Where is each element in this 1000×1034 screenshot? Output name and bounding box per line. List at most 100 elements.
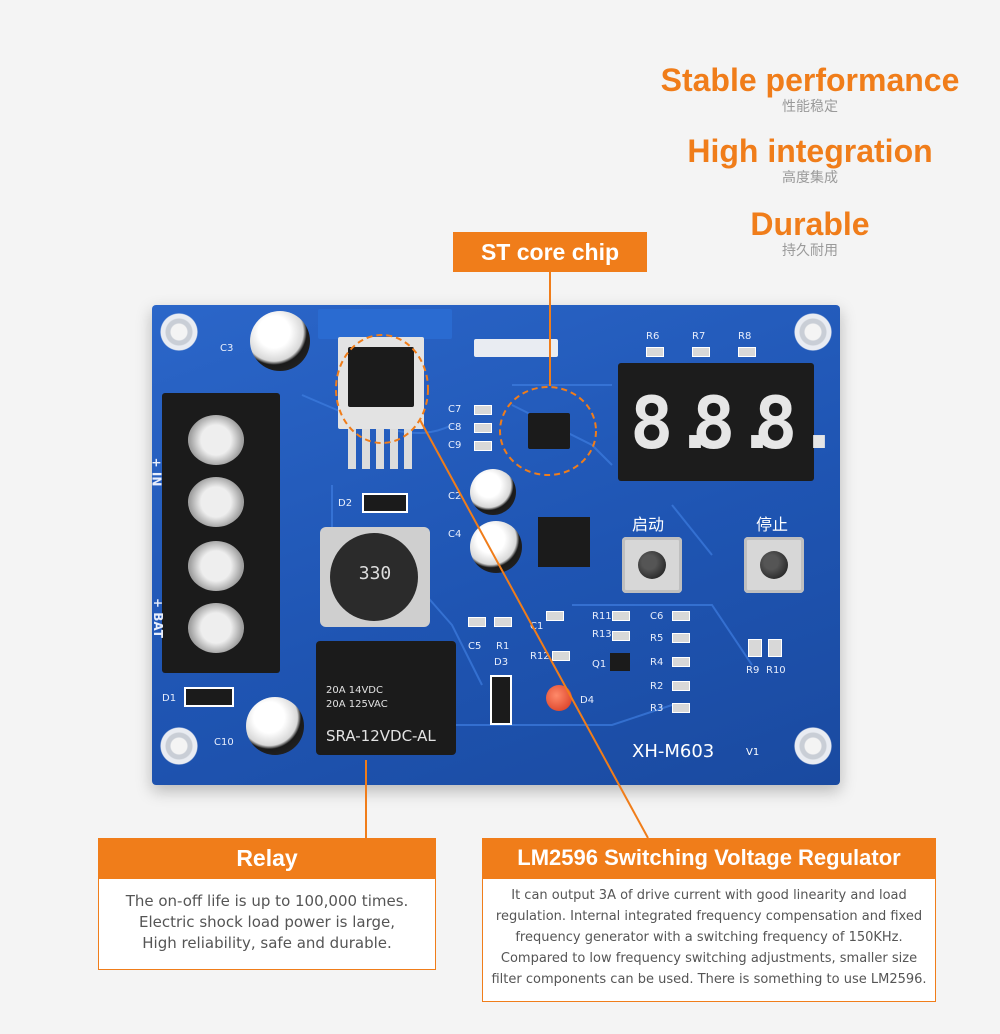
diode-d2 bbox=[362, 493, 408, 513]
resistor-r12 bbox=[552, 651, 570, 661]
capacitor-c7 bbox=[474, 405, 492, 415]
silk-r5: R5 bbox=[650, 633, 664, 644]
core-chip bbox=[528, 413, 570, 449]
silk-r12: R12 bbox=[530, 651, 550, 662]
relay-label: Relay bbox=[98, 838, 436, 878]
capacitor-c5 bbox=[468, 617, 486, 627]
stop-label: 停止 bbox=[756, 515, 789, 534]
regulator-desc-line: frequency generator with a switching fre… bbox=[515, 930, 903, 945]
board-model: XH-M603 bbox=[632, 741, 715, 762]
regulator-desc-line: regulation. Internal integrated frequenc… bbox=[495, 909, 923, 924]
feature-title: Durable bbox=[750, 206, 870, 242]
terminal-screw bbox=[188, 541, 244, 591]
silk-r13: R13 bbox=[592, 629, 612, 640]
terminal-block bbox=[162, 393, 280, 673]
diode-d1 bbox=[184, 687, 234, 707]
capacitor-c3 bbox=[250, 311, 310, 371]
feature-subtitle: 高度集成 bbox=[782, 170, 838, 186]
display-digit: 8. bbox=[692, 381, 779, 465]
resistor-r11 bbox=[612, 611, 630, 621]
led-d4 bbox=[546, 685, 572, 711]
silk-r11: R11 bbox=[592, 611, 612, 622]
feature-durable: Durable 持久耐用 bbox=[600, 206, 1000, 260]
resistor-r1 bbox=[494, 617, 512, 627]
silk-r4: R4 bbox=[650, 657, 664, 668]
feature-stable: Stable performance 性能稳定 bbox=[600, 62, 1000, 116]
display-digit: 8. bbox=[754, 381, 840, 465]
silk-c5: C5 bbox=[468, 641, 482, 652]
feature-title: High integration bbox=[687, 133, 933, 169]
regulator-desc-line: Compared to low frequency switching adju… bbox=[500, 951, 918, 966]
resistor-r4 bbox=[672, 657, 690, 667]
inductor-marking: 330 bbox=[358, 563, 392, 584]
resistor-r13 bbox=[612, 631, 630, 641]
transistor-q1 bbox=[610, 653, 630, 671]
capacitor-c6 bbox=[672, 611, 690, 621]
mount-hole bbox=[794, 313, 832, 351]
mount-hole bbox=[160, 313, 198, 351]
relay-desc-line: High reliability, safe and durable. bbox=[142, 934, 392, 952]
feature-subtitle: 持久耐用 bbox=[782, 243, 838, 259]
resistor-r6 bbox=[646, 347, 664, 357]
pcb-board: C3 C7 C8 C9 C2 C4 D2 330 + IN + BAT 20A … bbox=[152, 305, 840, 785]
resistor-r2 bbox=[672, 681, 690, 691]
silk-r2: R2 bbox=[650, 681, 664, 692]
seven-segment-display: 8. 8. 8. bbox=[618, 363, 840, 481]
board-version: V1 bbox=[746, 747, 760, 758]
display-digit: 8. bbox=[630, 381, 717, 465]
silk-c2: C2 bbox=[448, 491, 462, 502]
start-button[interactable] bbox=[622, 537, 682, 593]
silk-c9: C9 bbox=[448, 440, 462, 451]
capacitor-c9 bbox=[474, 441, 492, 451]
resistor-r8 bbox=[738, 347, 756, 357]
relay-description: The on-off life is up to 100,000 times. … bbox=[98, 878, 436, 970]
silk-bat: + BAT bbox=[152, 598, 165, 638]
regulator-label: LM2596 Switching Voltage Regulator bbox=[482, 838, 936, 878]
silk-c8: C8 bbox=[448, 422, 462, 433]
stop-button[interactable] bbox=[744, 537, 804, 593]
silk-c3: C3 bbox=[220, 343, 234, 354]
silk-d3: D3 bbox=[494, 657, 509, 668]
regulator-desc-line: filter components can be used. There is … bbox=[491, 972, 927, 987]
silk-r6: R6 bbox=[646, 331, 660, 342]
silk-c4: C4 bbox=[448, 529, 462, 540]
silk-d4: D4 bbox=[580, 695, 595, 706]
feature-integration: High integration 高度集成 bbox=[600, 133, 1000, 187]
silk-d2: D2 bbox=[338, 498, 353, 509]
relay-desc-line: The on-off life is up to 100,000 times. bbox=[125, 892, 409, 910]
silk-c1: C1 bbox=[530, 621, 544, 632]
capacitor-c1 bbox=[546, 611, 564, 621]
relay-model: SRA-12VDC-AL bbox=[326, 727, 436, 745]
capacitor-c8 bbox=[474, 423, 492, 433]
silk-q1: Q1 bbox=[592, 659, 607, 670]
resistor-r7 bbox=[692, 347, 710, 357]
terminal-screw bbox=[188, 603, 244, 653]
resistor-r10 bbox=[768, 639, 782, 657]
silk-r3: R3 bbox=[650, 703, 664, 714]
start-label: 启动 bbox=[632, 515, 665, 534]
resistor-r9 bbox=[748, 639, 762, 657]
silk-r9: R9 bbox=[746, 665, 760, 676]
header-pins bbox=[318, 309, 452, 339]
feature-subtitle: 性能稳定 bbox=[782, 99, 838, 115]
silk-c6: C6 bbox=[650, 611, 664, 622]
transistor bbox=[538, 517, 590, 567]
silk-r10: R10 bbox=[766, 665, 786, 676]
silk-in: + IN bbox=[152, 458, 164, 487]
resistor-r3 bbox=[672, 703, 690, 713]
connector-4pin bbox=[474, 339, 558, 357]
mount-hole bbox=[160, 727, 198, 765]
terminal-screw bbox=[188, 415, 244, 465]
relay-desc-line: Electric shock load power is large, bbox=[138, 913, 396, 931]
capacitor-c4 bbox=[470, 521, 522, 573]
silk-d1: D1 bbox=[162, 693, 177, 704]
silk-c7: C7 bbox=[448, 404, 462, 415]
regulator-ic bbox=[338, 337, 424, 429]
silk-r8: R8 bbox=[738, 331, 752, 342]
capacitor-c10 bbox=[246, 697, 304, 755]
relay-spec-1: 20A 14VDC bbox=[326, 685, 383, 696]
silk-r1: R1 bbox=[496, 641, 510, 652]
terminal-screw bbox=[188, 477, 244, 527]
regulator-desc-line: It can output 3A of drive current with g… bbox=[511, 888, 907, 903]
capacitor-c2 bbox=[470, 469, 516, 515]
